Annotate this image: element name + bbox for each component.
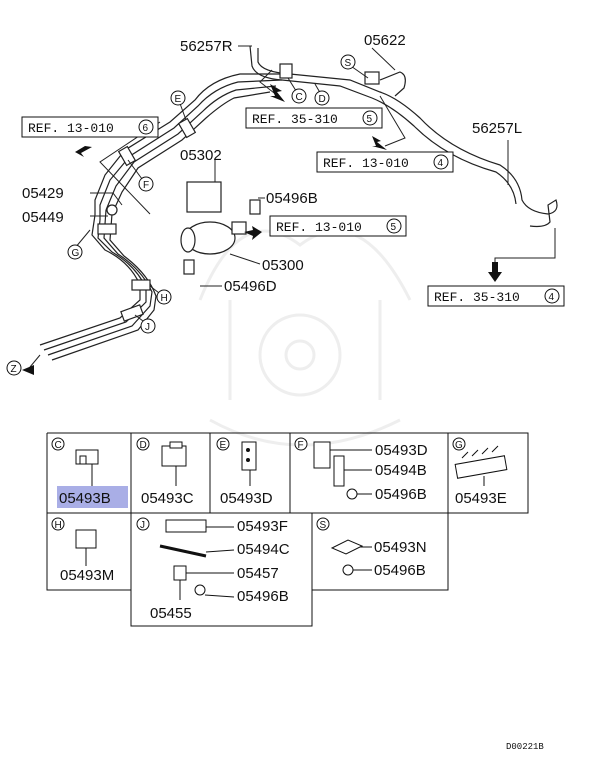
part-05300: 05300 [262, 257, 304, 274]
svg-text:6: 6 [143, 123, 149, 134]
ref-box-5[interactable]: REF. 35-310 4 [427, 285, 565, 307]
part-05493F[interactable]: 05493F [237, 518, 288, 535]
callout-D: D [319, 94, 326, 105]
cell-D: D 05493C [136, 437, 194, 507]
part-05494B[interactable]: 05494B [375, 462, 427, 479]
cell-C: C 05493B [51, 437, 128, 508]
part-05494C[interactable]: 05494C [237, 541, 290, 558]
part-05493M[interactable]: 05493M [60, 567, 114, 584]
diagram-callout-letters: E C D S F G H J Z [11, 58, 352, 375]
callout-E: E [175, 94, 182, 105]
diagram-callouts [6, 54, 356, 376]
svg-text:F: F [298, 440, 304, 451]
cell-J: J 05493F 05494C 05457 05496B 05455 [136, 517, 290, 622]
part-labels: 56257R 05622 56257L 05302 05429 05449 05… [22, 32, 522, 295]
callout-H: H [161, 293, 168, 304]
svg-text:REF. 35-310: REF. 35-310 [434, 290, 520, 305]
part-05496D: 05496D [224, 278, 277, 295]
callout-S: S [345, 58, 352, 69]
part-05493B[interactable]: 05493B [59, 490, 111, 507]
callout-F: F [143, 180, 149, 191]
cell-F: F 05493D 05494B 05496B [294, 437, 428, 503]
part-56257R: 56257R [180, 38, 233, 55]
part-05622: 05622 [364, 32, 406, 49]
svg-text:REF. 13-010: REF. 13-010 [323, 156, 409, 171]
cell-H: H 05493M [51, 517, 114, 584]
callout-C: C [296, 92, 303, 103]
ref-box-4[interactable]: REF. 13-010 5 [269, 215, 407, 237]
svg-text:REF. 13-010: REF. 13-010 [276, 220, 362, 235]
part-05496B-F[interactable]: 05496B [375, 486, 427, 503]
svg-text:4: 4 [549, 292, 555, 303]
part-05449: 05449 [22, 209, 64, 226]
line-clamps [97, 63, 380, 322]
svg-text:S: S [320, 520, 327, 531]
svg-text:REF. 13-010: REF. 13-010 [28, 121, 114, 136]
svg-text:C: C [55, 440, 62, 451]
ref-box-1[interactable]: REF. 13-010 6 [21, 116, 159, 138]
ref-box-2[interactable]: REF. 35-310 5 [245, 107, 383, 129]
part-05493D-F[interactable]: 05493D [375, 442, 428, 459]
part-05496B-S[interactable]: 05496B [374, 562, 426, 579]
filter-assembly [106, 181, 261, 275]
part-05493C[interactable]: 05493C [141, 490, 194, 507]
svg-text:H: H [55, 520, 62, 531]
svg-text:D: D [140, 440, 147, 451]
part-05496B: 05496B [266, 190, 318, 207]
svg-text:5: 5 [391, 222, 397, 233]
diagram-code: D00221B [506, 742, 544, 752]
highlight-05493B [57, 486, 128, 508]
part-05457[interactable]: 05457 [237, 565, 279, 582]
part-05493D-E[interactable]: 05493D [220, 490, 273, 507]
callout-J: J [145, 322, 150, 333]
line-bundle [39, 45, 558, 361]
detail-table [46, 432, 529, 627]
part-05429: 05429 [22, 185, 64, 202]
svg-text:4: 4 [438, 158, 444, 169]
part-05493N[interactable]: 05493N [374, 539, 427, 556]
cell-E: E 05493D [216, 437, 273, 507]
watermark-logo [198, 229, 412, 447]
callout-G: G [72, 248, 80, 259]
svg-text:5: 5 [367, 114, 373, 125]
part-05493E[interactable]: 05493E [455, 490, 507, 507]
ref-arrows [22, 84, 502, 375]
svg-text:G: G [455, 440, 463, 451]
part-56257L: 56257L [472, 120, 522, 137]
svg-text:J: J [140, 520, 145, 531]
ref-box-3[interactable]: REF. 13-010 4 [316, 151, 454, 173]
callout-Z: Z [11, 364, 17, 375]
svg-text:REF. 35-310: REF. 35-310 [252, 112, 338, 127]
cell-S: S 05493N 05496B [316, 517, 427, 579]
cell-G: G 05493E [452, 437, 508, 507]
part-05455[interactable]: 05455 [150, 605, 192, 622]
part-05302: 05302 [180, 147, 222, 164]
svg-text:E: E [220, 440, 227, 451]
part-05496B-J[interactable]: 05496B [237, 588, 289, 605]
